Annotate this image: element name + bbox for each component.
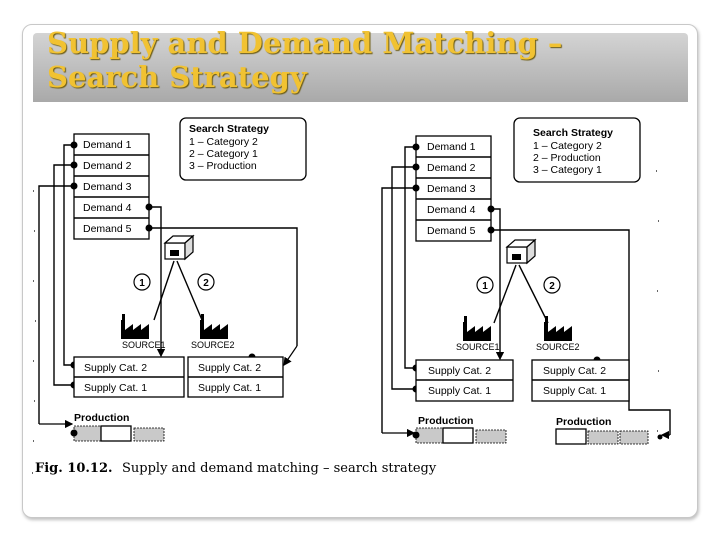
right-supply-stack-a: Supply Cat. 2 Supply Cat. 1 bbox=[415, 359, 514, 402]
right-strategy-title: Search Strategy bbox=[533, 127, 613, 139]
left-supply-stack-b: Supply Cat. 2 Supply Cat. 1 bbox=[187, 356, 284, 398]
right-warehouse-icon bbox=[505, 238, 537, 265]
right-production-bar-b bbox=[555, 428, 663, 445]
scan-specks bbox=[32, 170, 659, 474]
right-production-bar-a bbox=[412, 427, 507, 444]
left-demand-5: Demand 5 bbox=[83, 223, 132, 235]
right-route-1: 1 bbox=[482, 281, 488, 292]
left-source-2: SOURCE2 bbox=[191, 340, 235, 350]
left-strategy-title: Search Strategy bbox=[189, 123, 269, 135]
figure-caption: Fig. 10.12. Supply and demand matching –… bbox=[35, 459, 437, 476]
right-factory-2-icon bbox=[544, 316, 572, 341]
right-supply-a-cat1: Supply Cat. 1 bbox=[428, 385, 491, 397]
left-route-2-circle bbox=[197, 273, 215, 291]
left-panel: Demand 1 Demand 2 Demand 3 Demand 4 Dema… bbox=[38, 117, 307, 442]
slide-title: Supply and Demand Matching – Search Stra… bbox=[47, 26, 687, 94]
left-factory-2-icon bbox=[200, 314, 228, 339]
diagram-svg: Demand 1 Demand 2 Demand 3 Demand 4 Dema… bbox=[32, 117, 671, 476]
right-source-1: SOURCE1 bbox=[456, 342, 500, 352]
right-supply-b-cat2: Supply Cat. 2 bbox=[543, 365, 606, 377]
diagram-figure: Demand 1 Demand 2 Demand 3 Demand 4 Dema… bbox=[30, 110, 690, 500]
right-demand-3: Demand 3 bbox=[427, 183, 476, 195]
left-demand-stack: Demand 1 Demand 2 Demand 3 Demand 4 Dema… bbox=[73, 133, 150, 240]
right-strategy-item-2: 2 – Production bbox=[533, 152, 601, 164]
right-route-2-circle bbox=[543, 276, 561, 294]
left-production-label: Production bbox=[74, 412, 129, 424]
left-supply-b-cat1: Supply Cat. 1 bbox=[198, 382, 261, 394]
right-connectors bbox=[381, 143, 671, 440]
right-panel: Demand 1 Demand 2 Demand 3 Demand 4 Dema… bbox=[381, 117, 671, 445]
left-production-bar bbox=[70, 425, 165, 442]
left-demand-4: Demand 4 bbox=[83, 202, 132, 214]
left-supply-a-cat2: Supply Cat. 2 bbox=[84, 362, 147, 374]
right-strategy-item-3: 3 – Category 1 bbox=[533, 164, 602, 176]
right-source-2: SOURCE2 bbox=[536, 342, 580, 352]
right-supply-a-cat2: Supply Cat. 2 bbox=[428, 365, 491, 377]
right-supply-stack-b: Supply Cat. 2 Supply Cat. 1 bbox=[531, 359, 630, 402]
right-demand-1: Demand 1 bbox=[427, 141, 476, 153]
left-supply-a-cat1: Supply Cat. 1 bbox=[84, 382, 147, 394]
figure-caption-text: Supply and demand matching – search stra… bbox=[122, 461, 437, 476]
right-demand-5: Demand 5 bbox=[427, 225, 476, 237]
left-warehouse-icon bbox=[163, 234, 195, 261]
left-strategy-item-3: 3 – Production bbox=[189, 160, 257, 172]
left-strategy-item-1: 1 – Category 2 bbox=[189, 136, 258, 148]
right-factory-1-icon bbox=[463, 316, 491, 341]
right-demand-4: Demand 4 bbox=[427, 204, 476, 216]
title-bar bbox=[33, 33, 688, 102]
left-factory-1-icon bbox=[121, 314, 149, 339]
figure-caption-label: Fig. 10.12. bbox=[35, 461, 113, 476]
right-demand-2: Demand 2 bbox=[427, 162, 476, 174]
right-search-strategy: Search Strategy 1 – Category 2 2 – Produ… bbox=[513, 117, 641, 183]
left-demand-3: Demand 3 bbox=[83, 181, 132, 193]
slide-title-line-1: Supply and Demand Matching – bbox=[47, 26, 563, 60]
right-demand-stack: Demand 1 Demand 2 Demand 3 Demand 4 Dema… bbox=[415, 135, 492, 242]
left-supply-b-cat2: Supply Cat. 2 bbox=[198, 362, 261, 374]
left-route-2: 2 bbox=[203, 278, 209, 289]
right-supply-b-cat1: Supply Cat. 1 bbox=[543, 385, 606, 397]
right-production-label-a: Production bbox=[418, 415, 473, 427]
left-supply-stack-a: Supply Cat. 2 Supply Cat. 1 bbox=[73, 356, 185, 398]
left-route-1: 1 bbox=[139, 278, 145, 289]
right-route-2: 2 bbox=[549, 281, 555, 292]
right-strategy-item-1: 1 – Category 2 bbox=[533, 140, 602, 152]
left-demand-1: Demand 1 bbox=[83, 139, 132, 151]
left-search-strategy: Search Strategy 1 – Category 2 2 – Categ… bbox=[179, 117, 307, 181]
left-source-1: SOURCE1 bbox=[122, 340, 166, 350]
right-production-label-b: Production bbox=[556, 416, 611, 428]
slide-title-line-2: Search Strategy bbox=[47, 60, 307, 94]
left-strategy-item-2: 2 – Category 1 bbox=[189, 148, 258, 160]
left-demand-box bbox=[73, 133, 150, 240]
right-route-1-circle bbox=[476, 276, 494, 294]
left-route-1-circle bbox=[133, 273, 151, 291]
left-demand-2: Demand 2 bbox=[83, 160, 132, 172]
